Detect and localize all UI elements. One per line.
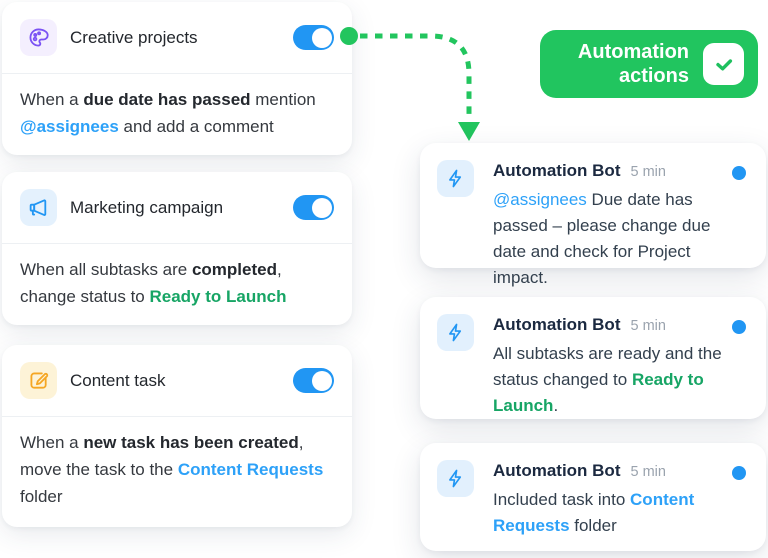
text-segment: folder bbox=[569, 516, 617, 535]
unread-indicator bbox=[732, 166, 746, 180]
inline-link[interactable]: @assignees bbox=[493, 190, 587, 209]
card-header: Content task bbox=[2, 345, 352, 416]
toggle-knob bbox=[311, 197, 332, 218]
text-segment: completed bbox=[191, 260, 277, 279]
notification-message: Included task into Content Requests fold… bbox=[493, 487, 748, 539]
arrow-start-dot bbox=[340, 27, 358, 45]
timestamp: 5 min bbox=[630, 318, 666, 334]
sender-name: Automation Bot bbox=[493, 161, 621, 180]
inline-link[interactable]: @assignees bbox=[20, 117, 119, 136]
text-segment: When all subtasks are bbox=[20, 260, 192, 279]
notification-message: All subtasks are ready and the status ch… bbox=[493, 341, 748, 419]
toggle-knob bbox=[311, 370, 332, 391]
text-segment: Ready to Launch bbox=[149, 287, 287, 306]
text-segment: When a bbox=[20, 90, 84, 109]
automation-card-label: Creative projects bbox=[70, 27, 198, 47]
lightning-icon bbox=[437, 314, 474, 351]
text-segment: due date has passed bbox=[83, 90, 251, 109]
check-icon bbox=[703, 43, 744, 85]
text-segment: When a bbox=[20, 433, 84, 452]
text-segment: and add a comment bbox=[118, 117, 274, 136]
automation-rule-text: When all subtasks are completed, change … bbox=[2, 244, 352, 326]
sender-name: Automation Bot bbox=[493, 315, 621, 334]
text-segment: . bbox=[553, 396, 559, 415]
lightning-icon bbox=[437, 160, 474, 197]
badge-label: Automation actions bbox=[577, 41, 689, 87]
timestamp: 5 min bbox=[630, 164, 666, 180]
notification-card[interactable]: Automation Bot 5 min Included task into … bbox=[420, 443, 766, 551]
automation-card-content-task: Content task When a new task has been cr… bbox=[2, 345, 352, 527]
automation-card-creative-projects: Creative projects When a due date has pa… bbox=[2, 2, 352, 155]
automation-card-label: Content task bbox=[70, 370, 166, 390]
automation-card-marketing-campaign: Marketing campaign When all subtasks are… bbox=[2, 172, 352, 325]
text-segment: mention bbox=[250, 90, 316, 109]
unread-indicator bbox=[732, 466, 746, 480]
inline-link[interactable]: Content Requests bbox=[493, 490, 695, 535]
edit-icon bbox=[20, 362, 57, 399]
inline-link[interactable]: Content Requests bbox=[177, 460, 324, 479]
timestamp: 5 min bbox=[630, 464, 666, 480]
card-divider bbox=[2, 243, 352, 244]
text-segment: folder bbox=[20, 487, 63, 506]
text-segment: Ready to Launch bbox=[493, 370, 704, 415]
text-segment: new task has been created bbox=[83, 433, 299, 452]
text-segment: Due date has passed – please change due … bbox=[493, 190, 711, 287]
card-divider bbox=[2, 73, 352, 74]
toggle-knob bbox=[311, 27, 332, 48]
lightning-icon bbox=[437, 460, 474, 497]
automation-rule-text: When a due date has passed mention @assi… bbox=[2, 74, 352, 156]
content-task-toggle[interactable] bbox=[293, 368, 334, 393]
creative-projects-toggle[interactable] bbox=[293, 25, 334, 50]
notification-message: @assignees Due date has passed – please … bbox=[493, 187, 748, 291]
card-header: Marketing campaign bbox=[2, 172, 352, 243]
automation-actions-badge[interactable]: Automation actions bbox=[540, 30, 758, 98]
megaphone-icon bbox=[20, 189, 57, 226]
text-segment: Included task into bbox=[493, 490, 631, 509]
flow-arrow bbox=[340, 27, 480, 141]
sender-name: Automation Bot bbox=[493, 461, 621, 480]
text-segment: , change status to bbox=[20, 260, 282, 306]
automation-rule-text: When a new task has been created, move t… bbox=[2, 417, 352, 526]
text-segment: All subtasks are ready and the status ch… bbox=[493, 344, 722, 389]
arrow-head bbox=[458, 122, 480, 141]
palette-icon bbox=[20, 19, 57, 56]
card-header: Creative projects bbox=[2, 2, 352, 73]
marketing-campaign-toggle[interactable] bbox=[293, 195, 334, 220]
notification-card[interactable]: Automation Bot 5 min All subtasks are re… bbox=[420, 297, 766, 419]
unread-indicator bbox=[732, 320, 746, 334]
text-segment: , move the task to the bbox=[20, 433, 304, 479]
notification-card[interactable]: Automation Bot 5 min @assignees Due date… bbox=[420, 143, 766, 287]
card-divider bbox=[2, 416, 352, 417]
automation-card-label: Marketing campaign bbox=[70, 197, 224, 217]
